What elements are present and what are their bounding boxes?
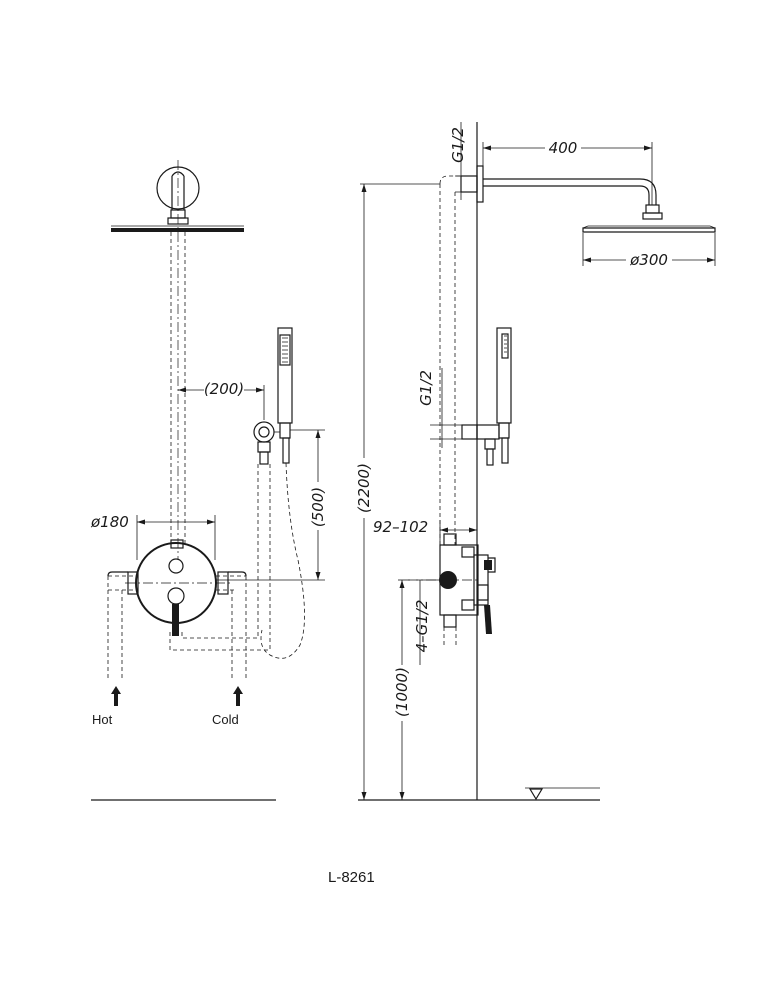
shower-arm-side xyxy=(460,165,663,220)
dim-top-thread-text: G1/2 xyxy=(449,127,467,163)
dim-holder-height-text: (500) xyxy=(309,487,327,527)
dim-valve-diameter-text: ø180 xyxy=(90,513,129,531)
model-code: L-8261 xyxy=(328,869,375,886)
concealed-riser-pipe xyxy=(170,160,186,560)
dim-valve-height-1000: (1000) xyxy=(392,579,412,800)
inlet-pipes-front xyxy=(107,571,271,680)
rain-shower-head-side xyxy=(582,225,716,233)
cold-label: Cold xyxy=(212,712,239,727)
dim-arm-length-400: 400 xyxy=(482,139,653,205)
dim-total-height-text: (2200) xyxy=(355,463,373,513)
dim-inlet-threads-text: 4–G1/2 xyxy=(413,600,431,653)
concealed-riser-side xyxy=(439,175,461,545)
concealed-valve-body-side xyxy=(408,533,496,648)
hand-shower-outlet xyxy=(253,421,280,465)
outlet-supply-pipe xyxy=(257,464,271,632)
cold-inlet-arrow xyxy=(233,686,243,706)
rain-shower-head-front xyxy=(111,225,244,232)
dim-total-height-2200: (2200) xyxy=(354,183,440,800)
dim-inlet-threads: 4–G1/2 xyxy=(413,579,440,665)
dim-wall-depth-text: 92–102 xyxy=(373,518,428,536)
dim-valve-height-text: (1000) xyxy=(393,667,411,717)
dim-spacing-text: (200) xyxy=(204,380,244,398)
dim-spacing-200: (200) xyxy=(178,380,265,420)
shower-hose xyxy=(260,462,305,659)
dim-outlet-thread: G1/2 xyxy=(417,368,478,448)
dim-wall-depth: 92–102 xyxy=(373,518,477,545)
front-view: (200) (500) ø180 xyxy=(90,160,328,801)
dim-arm-length-text: 400 xyxy=(549,139,578,157)
side-view: 400 ø300 G1/2 xyxy=(354,122,716,801)
hot-inlet-arrow xyxy=(111,686,121,706)
dim-head-diameter-text: ø300 xyxy=(629,251,668,269)
hand-shower-front xyxy=(277,327,293,464)
dim-head-diameter-300: ø300 xyxy=(582,233,716,269)
dim-top-thread: G1/2 xyxy=(449,122,477,200)
dim-valve-diameter-180: ø180 xyxy=(90,513,216,560)
mixer-valve-plate xyxy=(125,539,230,636)
dim-outlet-thread-text: G1/2 xyxy=(417,370,435,406)
hot-label: Hot xyxy=(92,712,113,727)
hand-shower-side xyxy=(476,327,512,466)
dim-holder-height-500: (500) xyxy=(215,429,328,581)
floor-level-marker xyxy=(525,787,600,801)
